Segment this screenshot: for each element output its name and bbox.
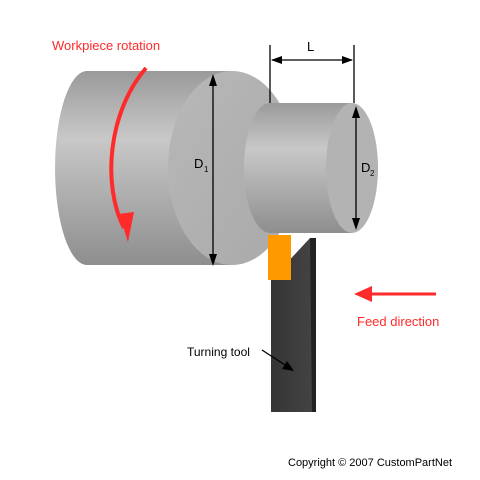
length-label: L xyxy=(307,39,314,54)
d2-subscript: 2 xyxy=(370,169,375,178)
length-dimension xyxy=(269,45,355,103)
d2-dimension xyxy=(352,106,360,230)
cutting-insert xyxy=(268,235,291,280)
workpiece-rotation-label: Workpiece rotation xyxy=(52,38,160,53)
d2-label: D xyxy=(361,160,370,175)
turning-tool-leader xyxy=(261,349,294,371)
feed-direction-arrow-icon xyxy=(354,286,436,302)
d1-label: D xyxy=(194,156,203,171)
d1-subscript: 1 xyxy=(204,165,209,174)
workpiece-small-cylinder xyxy=(244,103,378,233)
d1-dimension xyxy=(209,74,217,266)
copyright-text: Copyright © 2007 CustomPartNet xyxy=(288,457,452,469)
turning-tool-shank-side xyxy=(310,238,316,412)
feed-direction-label: Feed direction xyxy=(357,314,439,329)
rotation-arrow-icon xyxy=(109,66,148,242)
turning-tool-label: Turning tool xyxy=(187,345,250,359)
turning-tool-shank xyxy=(271,238,316,412)
